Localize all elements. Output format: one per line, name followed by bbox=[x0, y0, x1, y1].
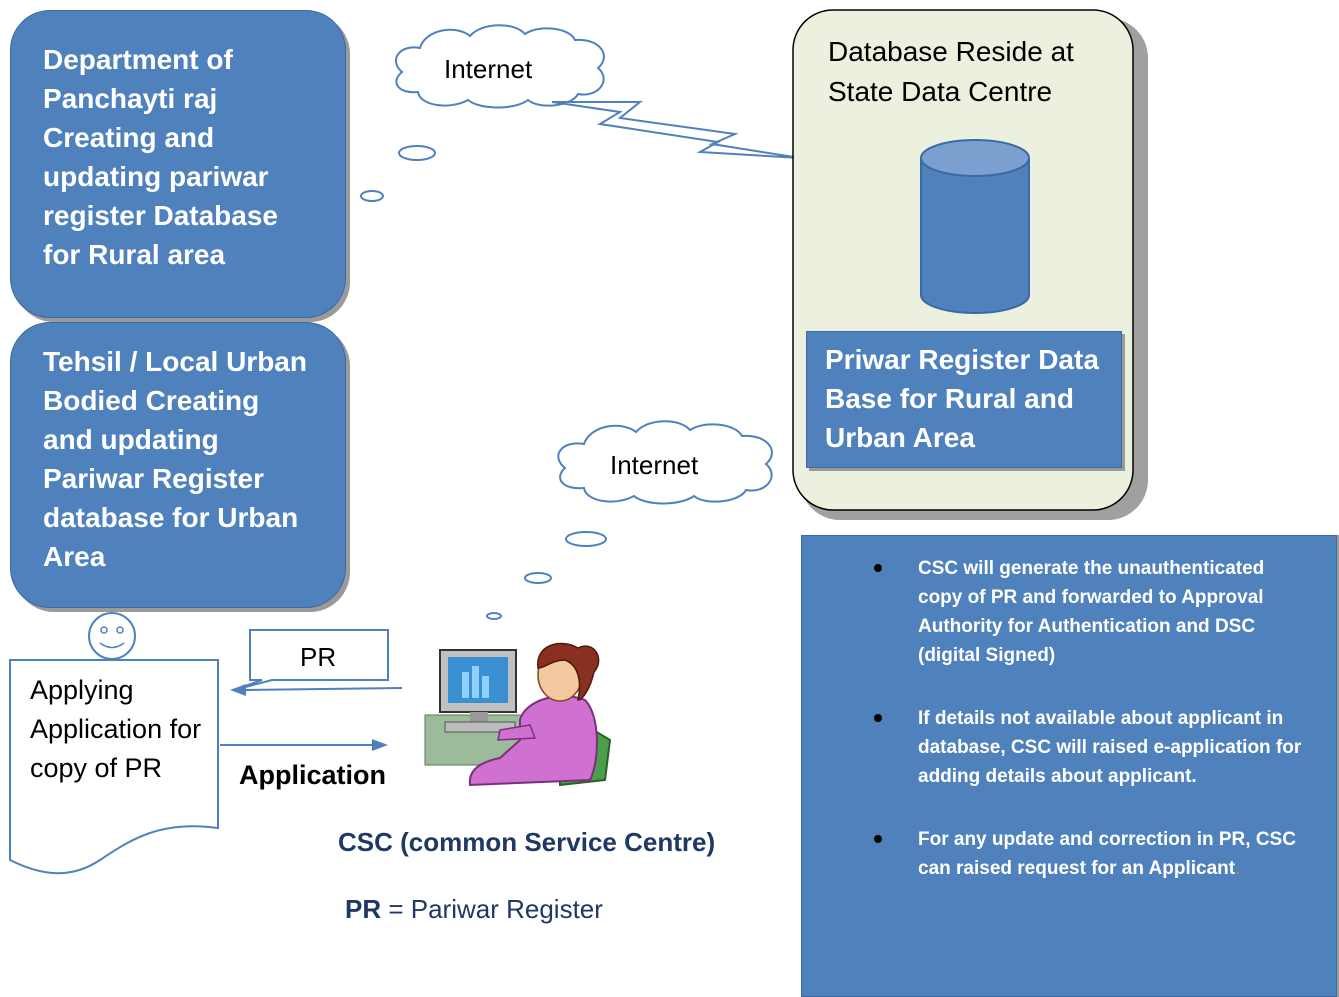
panchayat-text: Department of Panchayti raj Creating and… bbox=[43, 44, 279, 270]
pr-arrow-head bbox=[230, 684, 246, 696]
smiley-icon bbox=[88, 612, 136, 660]
state-centre-title: Database Reside at State Data Centre bbox=[828, 36, 1074, 107]
internet-label-middle: Internet bbox=[610, 450, 699, 480]
bullet-icon bbox=[874, 714, 882, 722]
pr-arrow bbox=[243, 687, 403, 691]
csc-label: CSC (common Service Centre) bbox=[338, 827, 716, 857]
notes-box: CSC will generate the unauthenticated co… bbox=[801, 535, 1337, 997]
tehsil-box: Tehsil / Local Urban Bodied Creating and… bbox=[10, 322, 346, 608]
note-text: If details not available about applicant… bbox=[918, 708, 1302, 787]
document-shape bbox=[9, 659, 219, 875]
thought-bubble bbox=[486, 612, 502, 620]
tehsil-text: Tehsil / Local Urban Bodied Creating and… bbox=[43, 346, 307, 572]
note-item: For any update and correction in PR, CSC… bbox=[874, 825, 1313, 883]
note-item: If details not available about applicant… bbox=[874, 704, 1313, 791]
legend: PR = Pariwar Register bbox=[345, 894, 603, 925]
cloud-icon bbox=[395, 24, 605, 109]
bullet-icon bbox=[874, 835, 882, 843]
lightning-icon bbox=[551, 101, 801, 159]
legend-definition: = Pariwar Register bbox=[381, 894, 603, 924]
bullet-icon bbox=[874, 564, 882, 572]
application-arrow-head bbox=[372, 739, 388, 751]
db-label-text: Priwar Register Data Base for Rural and … bbox=[825, 344, 1099, 453]
internet-label-top: Internet bbox=[444, 54, 533, 84]
pr-callout-shape bbox=[233, 629, 389, 691]
db-label-box: Priwar Register Data Base for Rural and … bbox=[806, 331, 1122, 468]
panchayat-box: Department of Panchayti raj Creating and… bbox=[10, 10, 346, 318]
computer-user-icon bbox=[424, 642, 612, 787]
thought-bubble bbox=[398, 145, 436, 161]
legend-abbr: PR bbox=[345, 894, 382, 924]
note-text: For any update and correction in PR, CSC… bbox=[918, 829, 1296, 879]
database-cylinder-icon bbox=[920, 158, 1030, 314]
cloud-icon bbox=[557, 420, 773, 505]
note-text: CSC will generate the unauthenticated co… bbox=[918, 558, 1265, 666]
pr-callout-text: PR bbox=[300, 642, 337, 672]
application-label: Application bbox=[239, 760, 386, 790]
cylinder-top bbox=[920, 139, 1030, 177]
note-item: CSC will generate the unauthenticated co… bbox=[874, 554, 1313, 670]
notes-list: CSC will generate the unauthenticated co… bbox=[874, 554, 1313, 917]
document-text: Applying Application for copy of PR bbox=[30, 675, 202, 783]
thought-bubble bbox=[524, 572, 552, 584]
thought-bubble bbox=[565, 531, 607, 547]
thought-bubble bbox=[360, 190, 384, 202]
note-tail: . bbox=[1235, 858, 1241, 879]
